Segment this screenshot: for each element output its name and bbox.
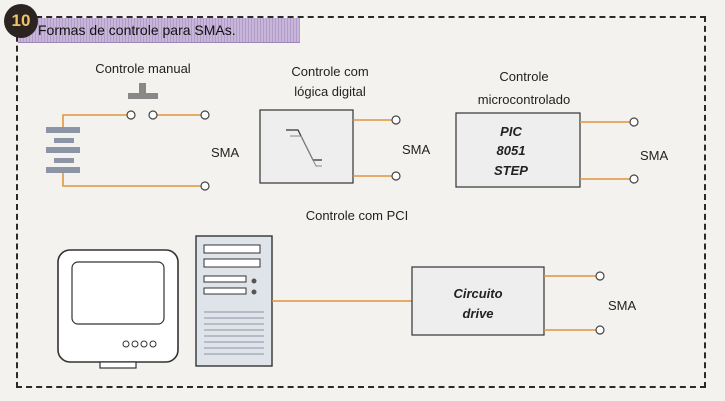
drive-terminals bbox=[595, 271, 605, 335]
monitor-icon bbox=[57, 249, 179, 369]
manual-terminals bbox=[126, 110, 210, 191]
dashed-frame bbox=[16, 16, 706, 388]
label-manual: Controle manual bbox=[95, 61, 190, 76]
digital-terminals bbox=[391, 115, 401, 181]
digital-wires bbox=[353, 119, 396, 177]
label-micro-1: Controle bbox=[499, 69, 548, 84]
battery-icon bbox=[46, 127, 80, 173]
label-sma-drive: SMA bbox=[608, 298, 637, 313]
microcontroller-box bbox=[455, 112, 581, 188]
label-sma-micro: SMA bbox=[640, 148, 669, 163]
label-sma-manual: SMA bbox=[211, 145, 240, 160]
title-band bbox=[18, 18, 300, 43]
label-step: STEP bbox=[494, 163, 528, 178]
label-sma-digital: SMA bbox=[402, 142, 431, 157]
micro-wires bbox=[580, 121, 634, 180]
label-drive: drive bbox=[462, 306, 493, 321]
label-8051: 8051 bbox=[497, 143, 526, 158]
manual-wires bbox=[62, 114, 205, 187]
figure-title: Formas de controle para SMAs. bbox=[38, 22, 236, 38]
label-pic: PIC bbox=[500, 124, 522, 139]
drive-circuit-box bbox=[411, 266, 545, 336]
label-circuito: Circuito bbox=[453, 286, 502, 301]
figure-number-badge: 10 bbox=[4, 4, 38, 38]
label-digital-1: Controle com bbox=[291, 64, 368, 79]
micro-terminals bbox=[629, 117, 639, 184]
label-micro-2: microcontrolado bbox=[478, 92, 571, 107]
push-button bbox=[128, 83, 158, 99]
pc-tower-icon bbox=[195, 235, 273, 367]
drive-wires bbox=[544, 275, 600, 331]
label-digital-2: lógica digital bbox=[294, 84, 366, 99]
label-pci: Controle com PCI bbox=[306, 208, 409, 223]
